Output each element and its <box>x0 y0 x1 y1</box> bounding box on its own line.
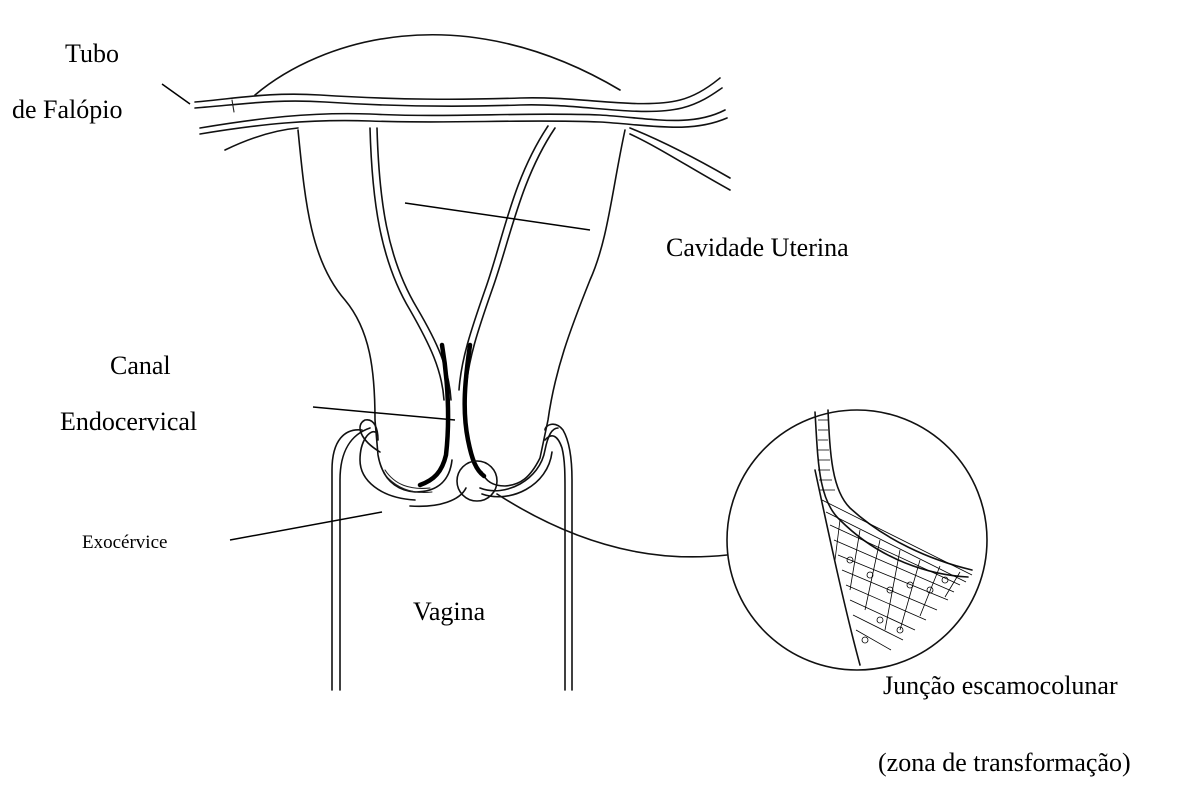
label-vagina: Vagina <box>413 597 486 626</box>
label-junction-line2: (zona de transformação) <box>878 748 1131 777</box>
label-exocervix: Exocérvice <box>82 532 167 553</box>
label-fallopian-line2: de Falópio <box>12 95 123 124</box>
label-canal-line2: Endocervical <box>60 407 197 436</box>
label-junction-line1: Junção escamocolunar <box>883 671 1118 700</box>
label-fallopian-line1: Tubo <box>65 39 119 68</box>
label-canal-line1: Canal <box>110 351 171 380</box>
uterus-body <box>298 130 625 492</box>
magnified-junction <box>497 410 987 670</box>
leader-lines <box>162 84 590 540</box>
cervix-fornices <box>360 420 558 507</box>
epithelium-cells <box>818 420 972 650</box>
fallopian-tubes <box>195 78 730 190</box>
label-uterine-cavity: Cavidade Uterina <box>666 233 849 262</box>
uterine-cavity <box>370 126 555 485</box>
uterus-fundus <box>255 35 620 95</box>
